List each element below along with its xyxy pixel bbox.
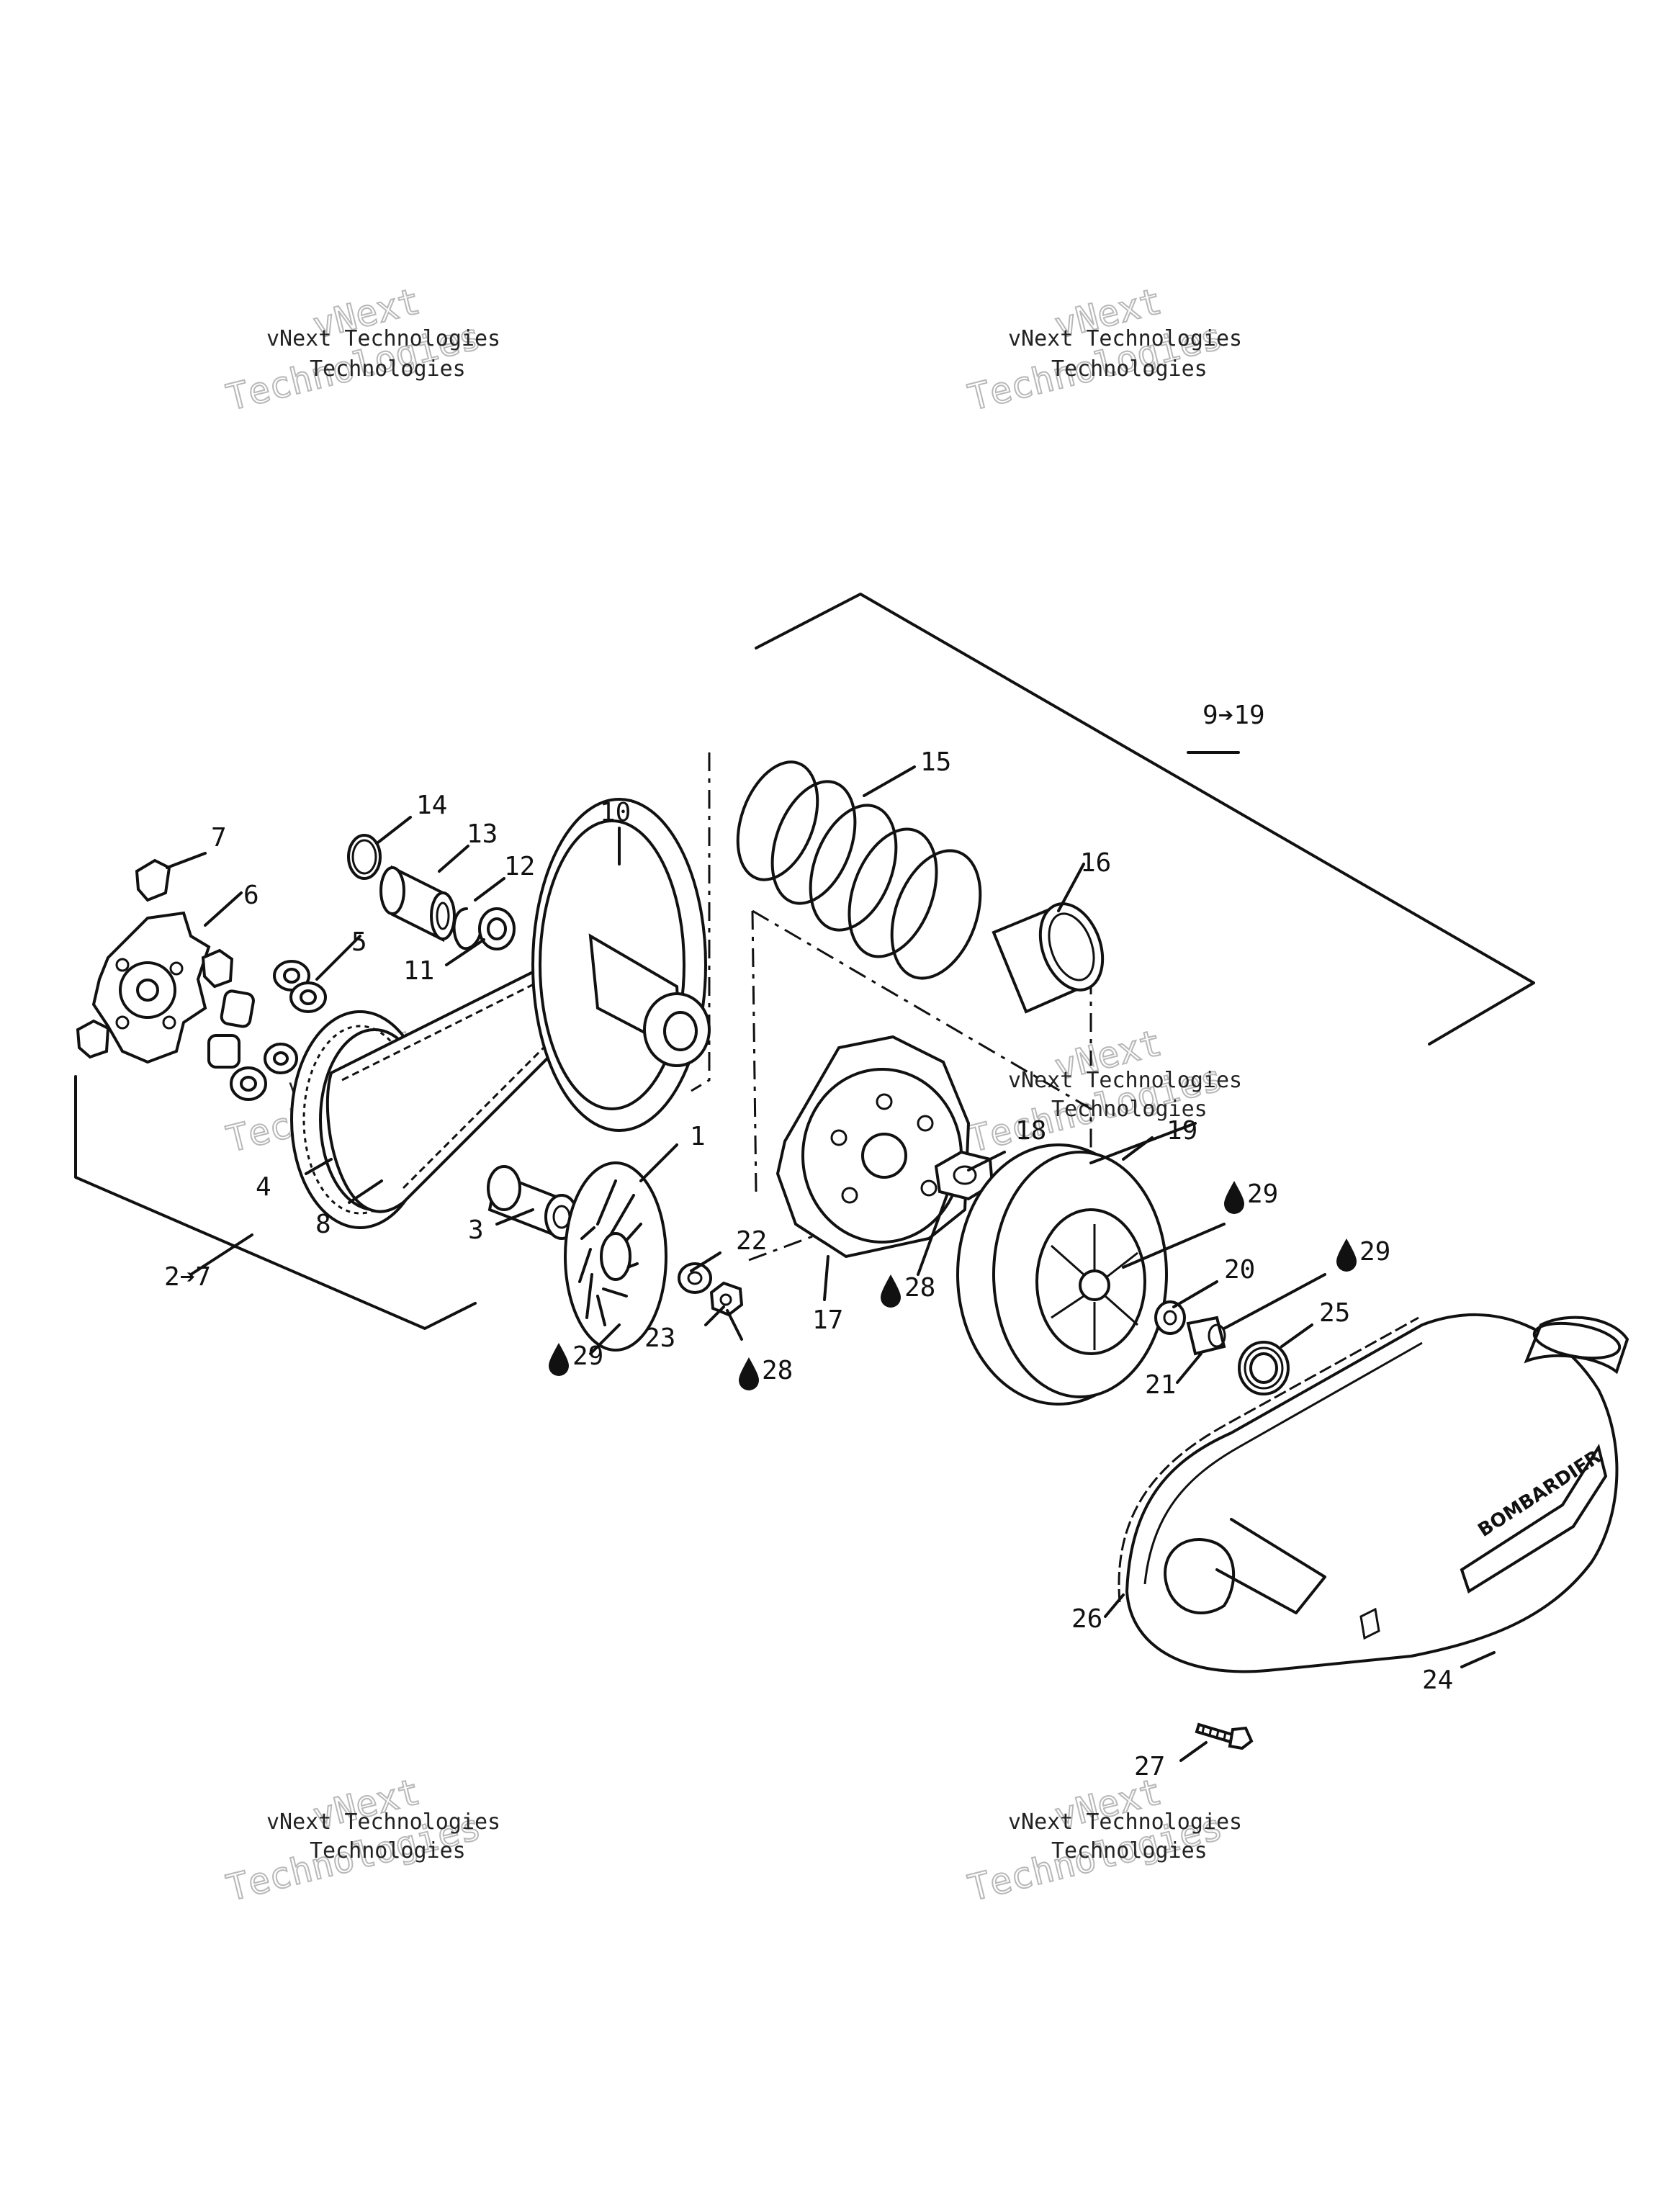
svg-text:Technologies: Technologies — [310, 356, 466, 382]
spider-plate-part-6 — [91, 911, 211, 1064]
slider-part-7-left — [76, 1019, 110, 1059]
callout-15: 15 — [920, 747, 951, 777]
centerlines — [691, 752, 1092, 1262]
svg-text:vNext Technologies: vNext Technologies — [1008, 1809, 1242, 1835]
callout-8: 8 — [315, 1210, 331, 1239]
seal-part-11 — [478, 907, 516, 950]
washer-part-22 — [678, 1262, 712, 1294]
oil-drop-icon-29c — [549, 1343, 569, 1376]
callout-11: 11 — [403, 956, 434, 986]
nut-part-23 — [709, 1281, 744, 1317]
oil-drop-icon-28b — [739, 1357, 759, 1390]
callout-18: 18 — [1015, 1116, 1046, 1146]
svg-text:vNext Technologies: vNext Technologies — [266, 326, 500, 351]
spring-seat-part-16 — [992, 902, 1105, 1014]
watermark-bottom-left: vNext Technologies vNext Technologies Te… — [222, 1770, 500, 1910]
callout-labels: 7 6 5 14 13 12 11 10 15 16 9➔19 4 8 3 1 … — [164, 701, 1453, 1781]
callout-25: 25 — [1319, 1298, 1350, 1328]
svg-text:Technologies: Technologies — [1051, 356, 1208, 382]
callout-4: 4 — [256, 1172, 271, 1202]
watermark-bottom-right: vNext Technologies vNext Technologies Te… — [963, 1770, 1242, 1910]
callout-7: 7 — [211, 823, 227, 853]
callout-20: 20 — [1224, 1255, 1255, 1285]
clutch-shoe-part-17 — [775, 1035, 971, 1259]
callout-27: 27 — [1134, 1752, 1165, 1781]
callout-29a: 29 — [1247, 1179, 1278, 1209]
callout-21: 21 — [1145, 1370, 1176, 1400]
bolt-part-27 — [1195, 1722, 1254, 1750]
roller-weights-part-5 — [207, 960, 327, 1101]
callout-1: 1 — [690, 1122, 706, 1151]
callout-28b: 28 — [762, 1356, 793, 1385]
callout-29c: 29 — [572, 1341, 603, 1371]
driven-pulley-part-10 — [531, 798, 711, 1132]
oil-drop-icon-28a — [881, 1274, 901, 1308]
watermark-top-left: vNext Technologies vNext Technologies Te… — [222, 279, 500, 420]
watermark-middle-right: vNext Technologies vNext Technologies Te… — [963, 1021, 1242, 1161]
group-bracket-2-7 — [74, 1075, 477, 1330]
o-ring-part-14 — [347, 834, 382, 880]
callout-6: 6 — [243, 881, 259, 910]
callout-28a: 28 — [904, 1273, 935, 1303]
callout-14: 14 — [416, 791, 447, 820]
leader-lines — [166, 751, 1496, 1762]
needle-bearing-part-13 — [379, 865, 456, 943]
slider-part-7-top — [135, 858, 171, 902]
cvt-cover-part-24: BOMBARDIER — [1125, 1313, 1629, 1673]
sleeve-part-3 — [487, 1165, 579, 1240]
callout-16: 16 — [1080, 848, 1111, 878]
oil-drop-icon-29b — [1336, 1238, 1357, 1272]
oil-drop-icon-29a — [1224, 1181, 1244, 1214]
callout-13: 13 — [467, 819, 498, 849]
clutch-drum-part-19 — [956, 1143, 1168, 1406]
callout-17: 17 — [812, 1305, 843, 1335]
slider-part-7-mid — [201, 948, 234, 989]
callout-9-19: 9➔19 — [1202, 701, 1265, 730]
callout-22: 22 — [736, 1226, 767, 1256]
washer-part-20 — [1154, 1300, 1186, 1335]
svg-text:vNext Technologies: vNext Technologies — [266, 1809, 500, 1835]
bearing-part-25 — [1238, 1341, 1290, 1395]
callout-10: 10 — [600, 798, 631, 827]
callout-5: 5 — [351, 927, 367, 957]
fixed-drive-pulley-part-1 — [564, 1161, 667, 1352]
watermark-top-right: vNext Technologies vNext Technologies Te… — [963, 279, 1242, 420]
callout-2-7: 2➔7 — [164, 1262, 211, 1292]
svg-text:vNext Technologies: vNext Technologies — [1008, 1068, 1242, 1093]
svg-text:Technologies: Technologies — [310, 1838, 466, 1863]
svg-text:Technologies: Technologies — [1051, 1838, 1208, 1863]
callout-29b: 29 — [1359, 1237, 1390, 1267]
gasket-part-26 — [1118, 1316, 1419, 1603]
callout-3: 3 — [468, 1215, 484, 1245]
callout-12: 12 — [504, 852, 535, 881]
callout-19: 19 — [1166, 1116, 1197, 1146]
callout-23: 23 — [644, 1323, 675, 1353]
group-bracket-9-19 — [755, 593, 1535, 1046]
callout-24: 24 — [1422, 1665, 1453, 1695]
svg-text:vNext Technologies: vNext Technologies — [1008, 326, 1242, 351]
callout-26: 26 — [1071, 1604, 1102, 1634]
spring-part-15 — [736, 760, 982, 980]
spacer-part-21 — [1186, 1316, 1226, 1356]
